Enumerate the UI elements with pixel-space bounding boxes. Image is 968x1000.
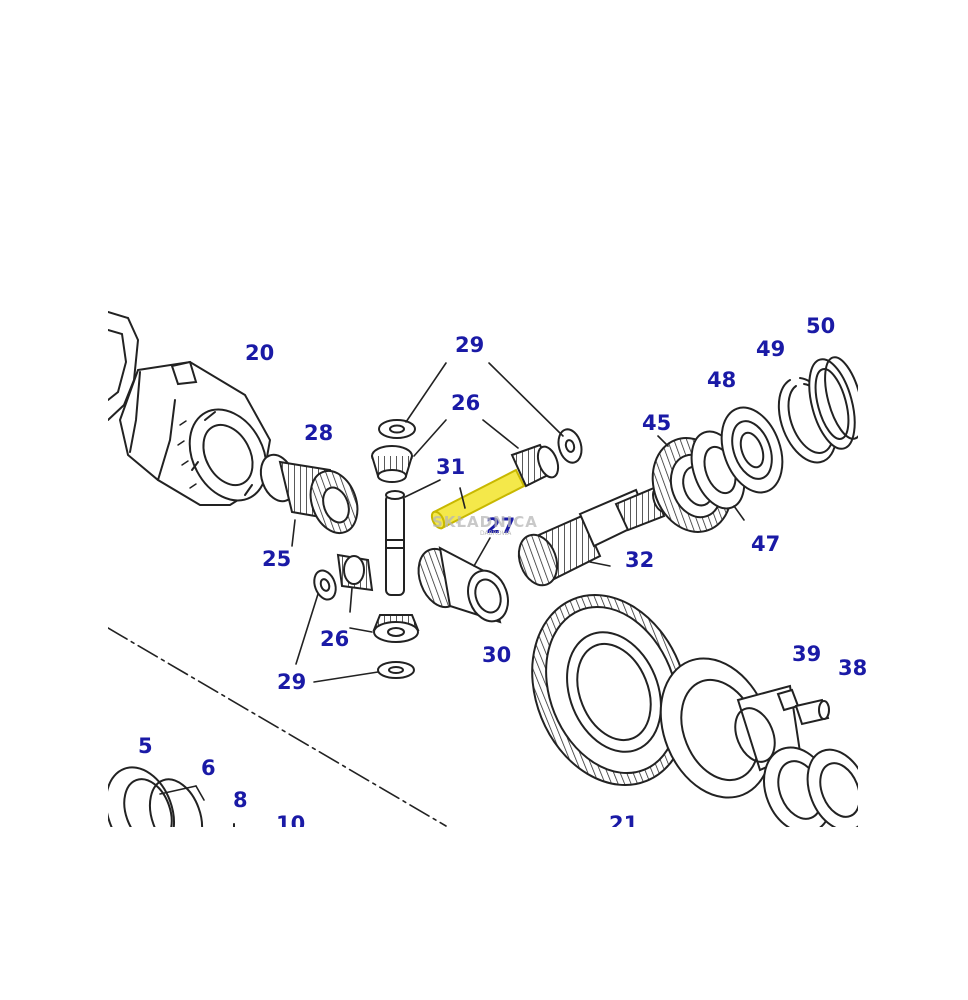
callout-5: 5	[138, 734, 153, 758]
callout-27: 27	[486, 514, 516, 538]
housing-fragment-left	[108, 311, 140, 421]
callout-29-top: 29	[455, 333, 485, 357]
callout-30: 30	[482, 643, 512, 667]
callout-45: 45	[642, 411, 672, 435]
callout-10: 10	[276, 814, 306, 827]
callout-6: 6	[201, 756, 216, 780]
bearing-lower-right	[763, 746, 858, 827]
thrust-washer-bottom	[377, 661, 415, 679]
callout-28: 28	[304, 421, 334, 445]
callout-26-top: 26	[451, 391, 481, 415]
callout-48: 48	[707, 368, 737, 392]
ring-gear	[531, 594, 689, 786]
callout-49: 49	[756, 337, 786, 361]
callout-21: 21	[609, 814, 639, 827]
callout-25: 25	[262, 547, 292, 571]
pinion-gear-top	[371, 445, 413, 483]
highlighted-shaft	[430, 468, 526, 530]
callout-31: 31	[436, 455, 466, 479]
side-gear-spline	[259, 453, 359, 534]
differential-case	[118, 360, 272, 506]
bolt-38	[794, 698, 830, 726]
shim-rings	[808, 356, 858, 450]
leader-lines	[159, 362, 745, 801]
callout-26-bottom: 26	[320, 627, 350, 651]
side-gear-collar	[417, 546, 509, 624]
watermark-logo: SKŁADNICA	[432, 513, 538, 531]
callout-47: 47	[751, 532, 781, 556]
callout-38: 38	[838, 656, 868, 680]
drive-pinion-shaft	[517, 486, 668, 587]
thrust-washer-top	[378, 419, 416, 439]
pinion-shaft-vertical	[385, 490, 405, 596]
callout-32: 32	[625, 548, 655, 572]
callout-39: 39	[792, 642, 822, 666]
watermark-subtext: DABROWA	[480, 530, 512, 537]
bearing-48	[720, 406, 784, 494]
callout-20: 20	[245, 341, 275, 365]
pinion-gear-bottom	[372, 614, 420, 643]
callout-50: 50	[806, 314, 836, 338]
callout-8: 8	[233, 788, 248, 812]
callout-29-bottom: 29	[277, 670, 307, 694]
thrust-washer-right	[557, 428, 583, 464]
pinion-gear-lower-left	[313, 553, 374, 601]
pinion-gear-right	[510, 443, 560, 488]
lower-left-components	[108, 766, 235, 827]
centre-line	[108, 627, 447, 827]
